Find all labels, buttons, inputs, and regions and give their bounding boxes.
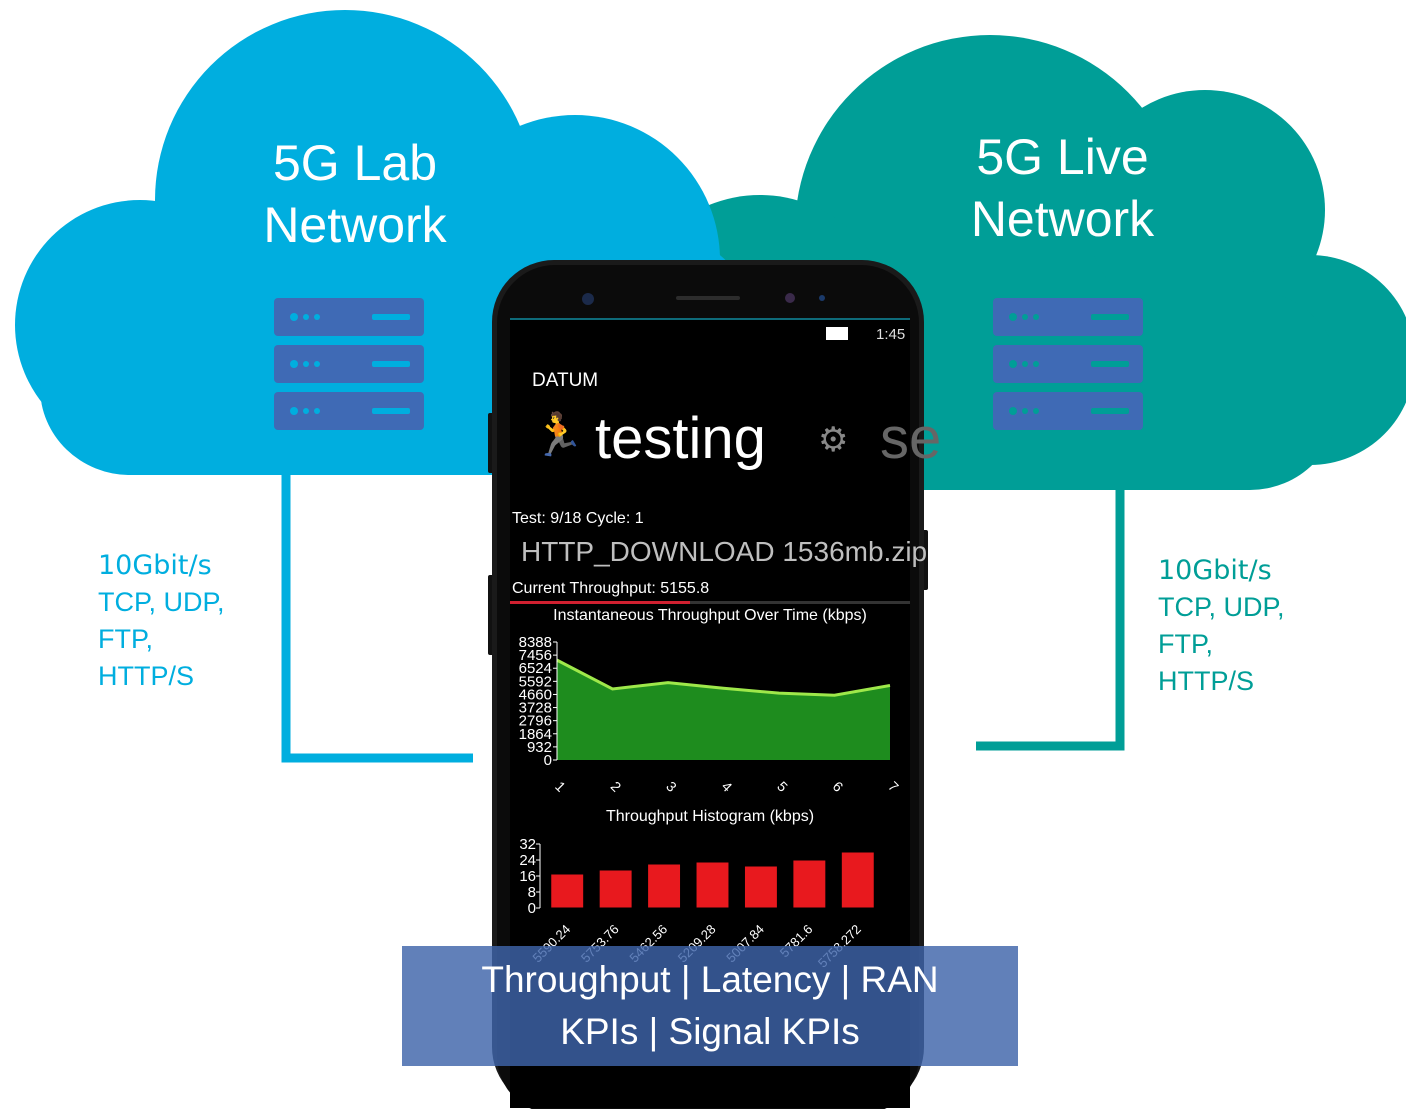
histogram-y-tick-label: 24	[519, 852, 536, 869]
live-title-line2: Network	[970, 191, 1155, 247]
histogram-bar	[550, 873, 585, 909]
histogram-bar	[695, 861, 730, 909]
histogram-y-tick-label: 16	[519, 868, 536, 885]
throughput-y-tick-label: 2796	[519, 713, 552, 730]
throughput-line	[556, 658, 891, 697]
kpi-banner: Throughput | Latency | RAN KPIs | Signal…	[402, 946, 1018, 1066]
tab-testing[interactable]: testing	[595, 406, 766, 471]
banner-line2: KPIs | Signal KPIs	[560, 1011, 860, 1052]
live-title-line1: 5G Live	[976, 129, 1149, 185]
histogram-bar	[647, 863, 682, 909]
lab-title-line1: 5G Lab	[272, 135, 437, 191]
gear-icon[interactable]: ⚙	[818, 421, 849, 459]
throughput-x-tick-label: 7	[885, 778, 902, 795]
lab-link-line	[281, 475, 473, 763]
histogram-y-tick-label: 8	[528, 884, 536, 901]
current-test-name: HTTP_DOWNLOAD 1536mb.zip	[521, 536, 928, 567]
histogram-bar	[598, 869, 633, 909]
throughput-x-tick-label: 3	[663, 778, 680, 795]
live-link-protocol: HTTP/S	[1158, 666, 1255, 696]
histogram-y-tick-label: 32	[519, 836, 536, 853]
throughput-x-tick-label: 1	[552, 778, 569, 795]
banner-line1: Throughput | Latency | RAN	[481, 959, 939, 1000]
lab-title-line2: Network	[263, 197, 447, 253]
throughput-x-tick-label: 4	[719, 778, 736, 795]
live-link-label: 10Gbit/s TCP, UDP, FTP, HTTP/S	[1158, 552, 1285, 700]
live-link-protocol: TCP, UDP,	[1158, 592, 1285, 622]
test-info: Test: 9/18 Cycle: 1	[512, 510, 644, 527]
live-link-speed: 10Gbit/s	[1158, 555, 1272, 586]
throughput-y-tick-label: 4660	[519, 686, 552, 703]
lab-link-label: 10Gbit/s TCP, UDP, FTP, HTTP/S	[98, 547, 225, 695]
lab-link-protocol: TCP, UDP,	[98, 587, 225, 617]
lab-link-speed: 10Gbit/s	[98, 550, 212, 581]
throughput-y-tick-label: 1864	[519, 726, 552, 743]
throughput-chart-title: Instantaneous Throughput Over Time (kbps…	[553, 607, 867, 624]
phone-sensor	[582, 293, 594, 305]
throughput-y-tick-label: 7456	[519, 647, 552, 664]
throughput-y-tick-label: 6524	[519, 660, 552, 677]
live-link-protocol: FTP,	[1158, 629, 1214, 659]
histogram-bar	[743, 865, 778, 909]
phone-camera	[785, 293, 795, 303]
app-name: DATUM	[532, 370, 599, 391]
histogram-chart-title: Throughput Histogram (kbps)	[605, 808, 815, 825]
status-time: 1:45	[876, 326, 906, 343]
current-throughput: Current Throughput: 5155.8	[512, 580, 710, 597]
throughput-y-tick-label: 8388	[519, 634, 552, 651]
lab-link-protocol: FTP,	[98, 624, 154, 654]
throughput-area	[557, 660, 890, 760]
throughput-x-tick-label: 5	[774, 778, 791, 795]
tab-settings-partial[interactable]: se	[880, 404, 941, 474]
histogram-bar	[840, 851, 875, 909]
live-link-line	[976, 490, 1125, 751]
throughput-x-tick-label: 6	[830, 778, 847, 795]
running-icon: 🏃	[532, 411, 585, 458]
throughput-y-tick-label: 0	[544, 752, 552, 769]
throughput-y-tick-label: 3728	[519, 700, 552, 717]
progress-bar-fill	[510, 601, 690, 604]
throughput-y-tick-label: 5592	[519, 673, 552, 690]
lab-server-icon	[274, 298, 424, 430]
histogram-y-tick-label: 0	[528, 900, 536, 917]
lab-network-title: 5G Lab Network	[215, 132, 495, 256]
phone-speaker	[676, 296, 740, 300]
battery-icon	[826, 327, 848, 340]
progress-bar	[510, 601, 910, 604]
throughput-x-tick-label: 2	[608, 778, 625, 795]
live-server-icon	[993, 298, 1143, 430]
histogram-bar	[792, 859, 827, 909]
lab-link-protocol: HTTP/S	[98, 661, 195, 691]
live-network-title: 5G Live Network	[920, 126, 1205, 250]
throughput-y-tick-label: 932	[527, 739, 552, 756]
